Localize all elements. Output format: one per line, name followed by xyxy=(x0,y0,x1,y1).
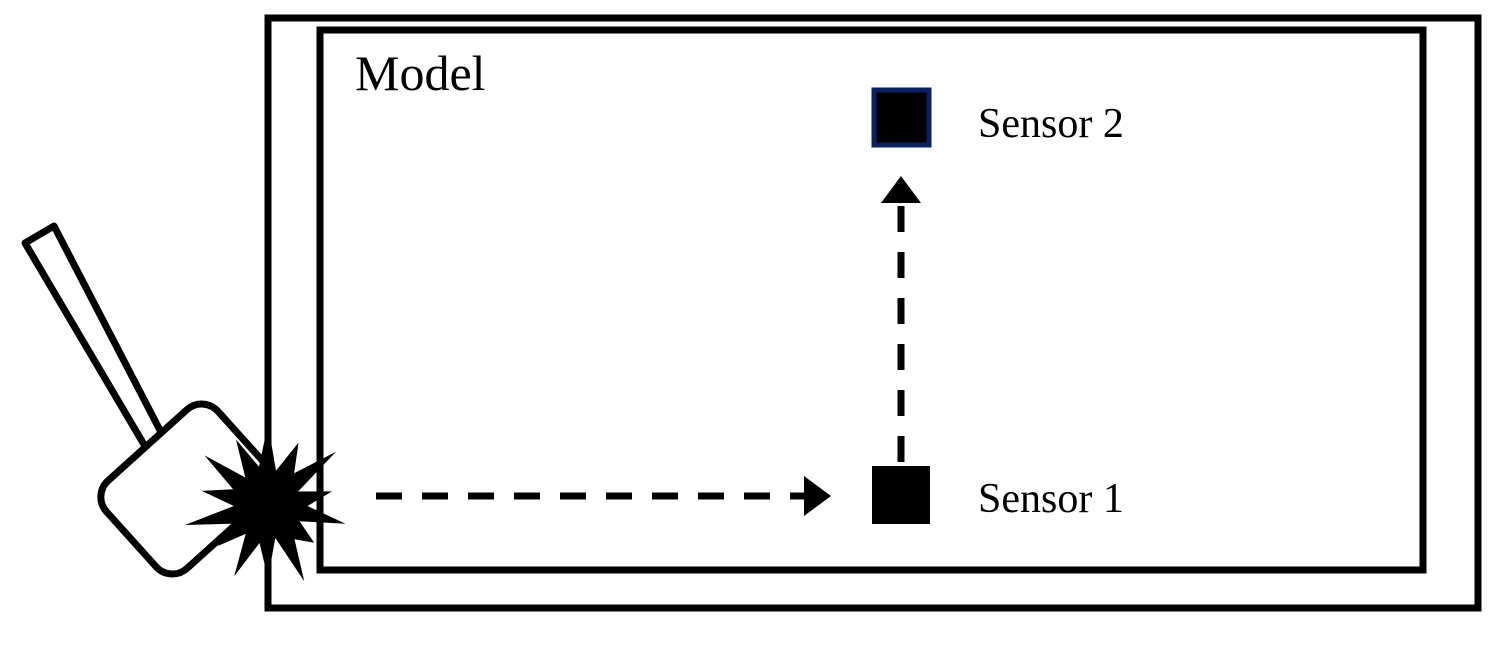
impact-burst-star xyxy=(184,424,346,582)
impact-to-sensor1-arrowhead xyxy=(804,476,831,516)
sensor1-to-sensor2-arrowhead xyxy=(881,176,921,203)
sensor-2-square xyxy=(871,87,932,148)
sensor-2-group: Sensor 2 xyxy=(871,87,1124,148)
inner-frame-rectangle xyxy=(316,26,1427,574)
sensor1-to-sensor2-arrow xyxy=(881,176,921,462)
impact-to-sensor1-arrow xyxy=(376,476,831,516)
sensor-1-label: Sensor 1 xyxy=(978,476,1124,522)
sensor-1-square xyxy=(872,466,930,524)
outer-frame-rectangle xyxy=(264,14,1482,612)
sensor-2-label: Sensor 2 xyxy=(978,101,1124,147)
page-title: Model xyxy=(355,45,486,101)
impact-hammer xyxy=(21,222,277,578)
sensor-1-group: Sensor 1 xyxy=(872,466,1124,524)
